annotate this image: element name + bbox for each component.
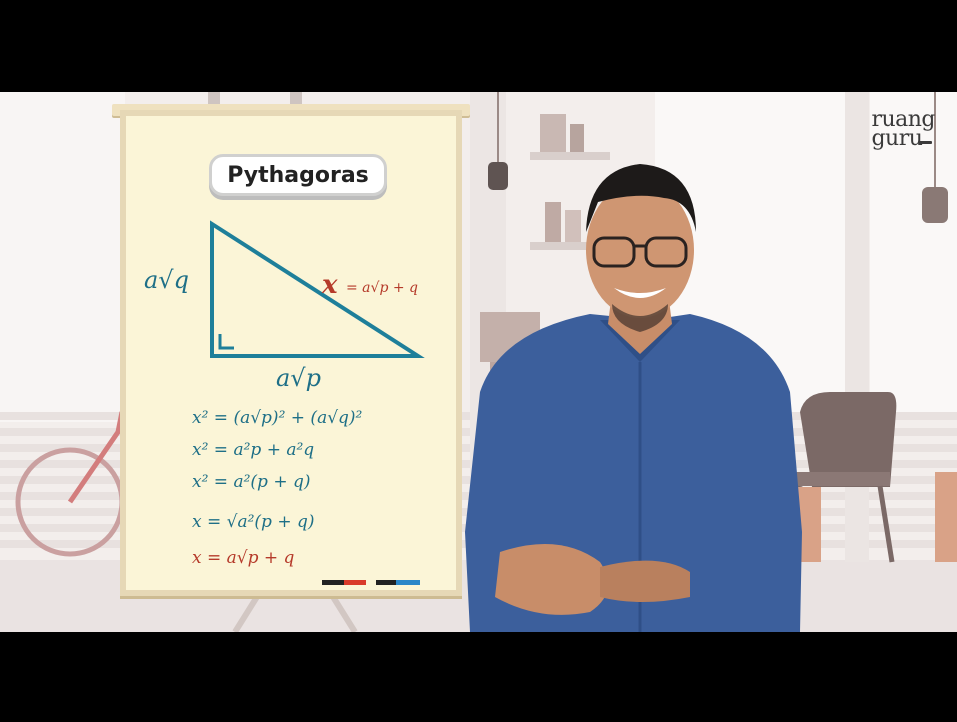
- equation-3: x² = a²(p + q): [192, 472, 311, 492]
- equation-5: x = a√p + q: [192, 548, 295, 568]
- equation-2: x² = a²p + a²q: [192, 440, 315, 460]
- presenter: [465, 164, 802, 632]
- bottom-side-label: a√p: [276, 364, 321, 392]
- equation-1: x² = (a√p)² + (a√q)²: [192, 408, 363, 428]
- left-side-label: a√q: [144, 266, 189, 294]
- video-frame[interactable]: ruang guru Pythagoras a√q a√p x = a√p + …: [0, 92, 957, 632]
- right-triangle-diagram: [210, 220, 425, 358]
- logo-line-2: guru: [871, 128, 935, 150]
- ruangguru-logo: ruang guru: [871, 107, 935, 150]
- equation-4: x = √a²(p + q): [192, 512, 315, 532]
- hypotenuse-expression: = a√p + q: [346, 280, 419, 296]
- hypotenuse-variable: x: [322, 270, 338, 300]
- logo-line-1: ruang: [871, 107, 935, 132]
- board-title: Pythagoras: [209, 154, 387, 196]
- classroom-background: [0, 92, 957, 632]
- pythagoras-board: Pythagoras a√q a√p x = a√p + q x² = (a√p…: [120, 110, 462, 596]
